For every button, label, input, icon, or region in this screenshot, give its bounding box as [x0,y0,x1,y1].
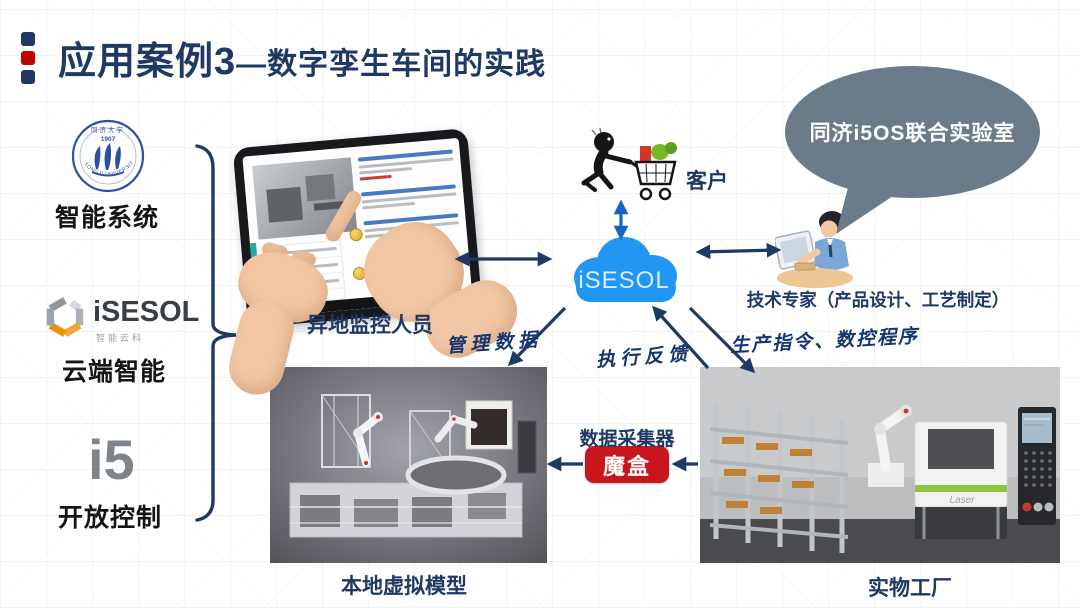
magic-box-label: 魔盒 [602,453,651,479]
speech-bubble: 同济i5OS联合实验室 [785,66,1040,198]
page-title: 应用案例3 —数字孪生车间的实践 [58,30,546,85]
bullet-red [21,51,35,65]
label-customer: 客户 [686,170,728,193]
magic-box: 魔盒 [585,446,669,483]
tongji-year: 1907 [101,136,116,143]
label-virtual-model: 本地虚拟模型 [341,575,467,598]
cloud-icon: iSESOL [574,237,677,302]
flow-prod-orders: 生产指令、数控程序 [729,325,920,357]
virtual-model-image [270,367,547,563]
left-brace [195,144,237,522]
label-cloud-intelligence: 云端智能 [62,358,167,386]
factory-robot-arm [868,405,912,487]
label-intelligent-system: 智能系统 [55,204,160,232]
physical-factory-image: Laser [700,367,1060,563]
laser-machine-text: Laser [949,495,975,506]
tongji-seal-icon: 同济大学 1907 TONGJI UNIVERSITY [70,116,145,193]
title-main: 应用案例3 [58,41,237,83]
label-expert: 技术专家（产品设计、工艺制定） [746,290,1010,310]
tongji-sails [94,143,121,170]
title-sub: —数字孪生车间的实践 [236,48,547,81]
label-remote-monitor: 异地监控人员 [307,314,433,337]
isesol-brand: iSESOL [93,296,200,328]
bullet-navy-top [21,32,35,46]
cloud-label: iSESOL [578,267,669,294]
title-bullet-marks [21,32,35,84]
i5-logo: i5 [88,428,135,491]
speech-bubble-text: 同济i5OS联合实验室 [809,122,1016,145]
isesol-sub-brand: 智能云科 [96,333,145,343]
flow-exec-feedback: 执行反馈 [595,342,693,372]
customer-cart-icon [581,127,677,201]
expert-computer-icon [775,211,853,288]
arrow-cloud-expert [695,242,782,260]
tablet-alert-dot [348,227,363,242]
factory-control-panel [1018,407,1056,525]
tongji-univ-cn: 同济大学 [91,125,125,134]
factory-laser-machine: Laser [914,421,1008,539]
label-physical-factory: 实物工厂 [868,577,952,600]
label-open-control: 开放控制 [58,504,163,532]
flow-manage-data: 管理数据 [445,328,543,358]
label-data-collector: 数据采集器 [579,429,675,450]
bullet-navy-bottom [21,70,35,84]
factory-rack [709,403,849,553]
isesol-hexagon-icon [46,297,84,337]
virtual-model-art [289,394,537,538]
